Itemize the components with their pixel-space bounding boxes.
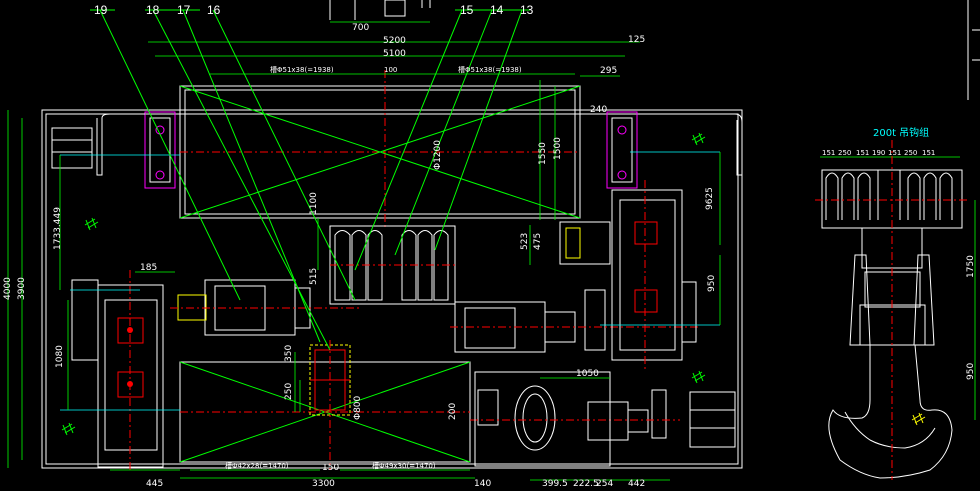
dim-bot-left: 槽Φ42x28(=1470) xyxy=(225,461,289,470)
dim-5100: 5100 xyxy=(383,49,406,59)
right-reducer xyxy=(611,180,697,370)
dim-4000: 4000 xyxy=(3,277,13,300)
dim-1733: 1733.449 xyxy=(53,207,63,250)
right-motor xyxy=(450,289,700,353)
left-hoist-motor xyxy=(170,279,360,336)
hook-dim-151b: 151 xyxy=(856,149,869,157)
hook-dim-250b: 250 xyxy=(904,149,917,157)
drum xyxy=(179,70,581,230)
callout-18: 18 xyxy=(146,3,160,17)
hook-dim-151d: 151 xyxy=(922,149,935,157)
right-edge-detail xyxy=(967,0,980,100)
dim-1500: 1500 xyxy=(553,137,563,160)
hook-title: 200t 吊钩组 xyxy=(873,126,929,139)
dim-bot-right: 槽Φ49x30(=1470) xyxy=(372,461,436,470)
dimension-lines xyxy=(7,21,721,481)
hook-dim-950: 950 xyxy=(966,363,976,380)
dim-drum-left: 槽Φ51x38(=1938) xyxy=(270,65,334,74)
dim-442: 442 xyxy=(628,479,645,489)
dim-523: 523 xyxy=(520,233,530,250)
callout-13: 13 xyxy=(520,3,534,17)
callout-15: 15 xyxy=(460,3,474,17)
hook-dim-250a: 250 xyxy=(838,149,851,157)
hook-dim-190: 190 xyxy=(872,149,885,157)
dim-100-top: 100 xyxy=(384,66,397,74)
left-buffer xyxy=(51,113,145,176)
dim-800: Φ800 xyxy=(353,395,363,420)
hook-block xyxy=(815,140,976,480)
dim-1200: Φ1200 xyxy=(433,140,443,170)
dim-3995: 399.5 xyxy=(542,479,568,489)
callout-19: 19 xyxy=(94,3,108,17)
dim-250: 250 xyxy=(284,383,294,400)
right-wheel-bearing xyxy=(606,111,638,189)
dim-1100: 1100 xyxy=(309,192,319,215)
dim-3900: 3900 xyxy=(17,277,27,300)
leader-lines xyxy=(90,9,530,351)
hook-dim-151a: 151 xyxy=(822,149,835,157)
hatch-marks xyxy=(61,132,706,436)
left-reducer xyxy=(71,270,164,470)
dim-240: 240 xyxy=(590,105,607,115)
dim-140: 140 xyxy=(474,479,491,489)
callout-17: 17 xyxy=(177,3,191,17)
dim-445: 445 xyxy=(146,479,163,489)
dim-5200: 5200 xyxy=(383,36,406,46)
dim-3300: 3300 xyxy=(312,479,335,489)
center-lines xyxy=(60,151,720,411)
dim-9625: 9625 xyxy=(705,187,715,210)
dim-475: 475 xyxy=(533,233,543,250)
dim-1080: 1080 xyxy=(55,345,65,368)
dim-950: 950 xyxy=(707,275,717,292)
aux-drum xyxy=(179,361,471,463)
dim-2225: 222.5 xyxy=(573,479,599,489)
callout-16: 16 xyxy=(207,3,221,17)
left-wheel-bearing xyxy=(144,111,176,189)
dim-125: 125 xyxy=(628,35,645,45)
dim-1550: 1550 xyxy=(538,142,548,165)
dim-254: 254 xyxy=(596,479,613,489)
dim-185: 185 xyxy=(140,263,157,273)
dim-295: 295 xyxy=(600,66,617,76)
trolley-frame xyxy=(41,109,743,469)
dim-150: 150 xyxy=(322,463,339,473)
top-detail xyxy=(329,0,431,20)
aux-hoist-motor xyxy=(470,371,680,467)
hook-dim-1750: 1750 xyxy=(966,255,976,278)
right-buffer xyxy=(640,113,743,448)
encoder-bracket xyxy=(559,221,611,265)
pulley-block xyxy=(329,225,456,305)
hook-dim-151c: 151 xyxy=(888,149,901,157)
dim-drum-right: 槽Φ51x38(=1938) xyxy=(458,65,522,74)
dim-1050: 1050 xyxy=(576,369,599,379)
dim-200: 200 xyxy=(448,403,458,420)
callout-14: 14 xyxy=(490,3,504,17)
dim-700: 700 xyxy=(352,23,369,33)
dim-350: 350 xyxy=(284,345,294,362)
dim-515: 515 xyxy=(309,268,319,285)
